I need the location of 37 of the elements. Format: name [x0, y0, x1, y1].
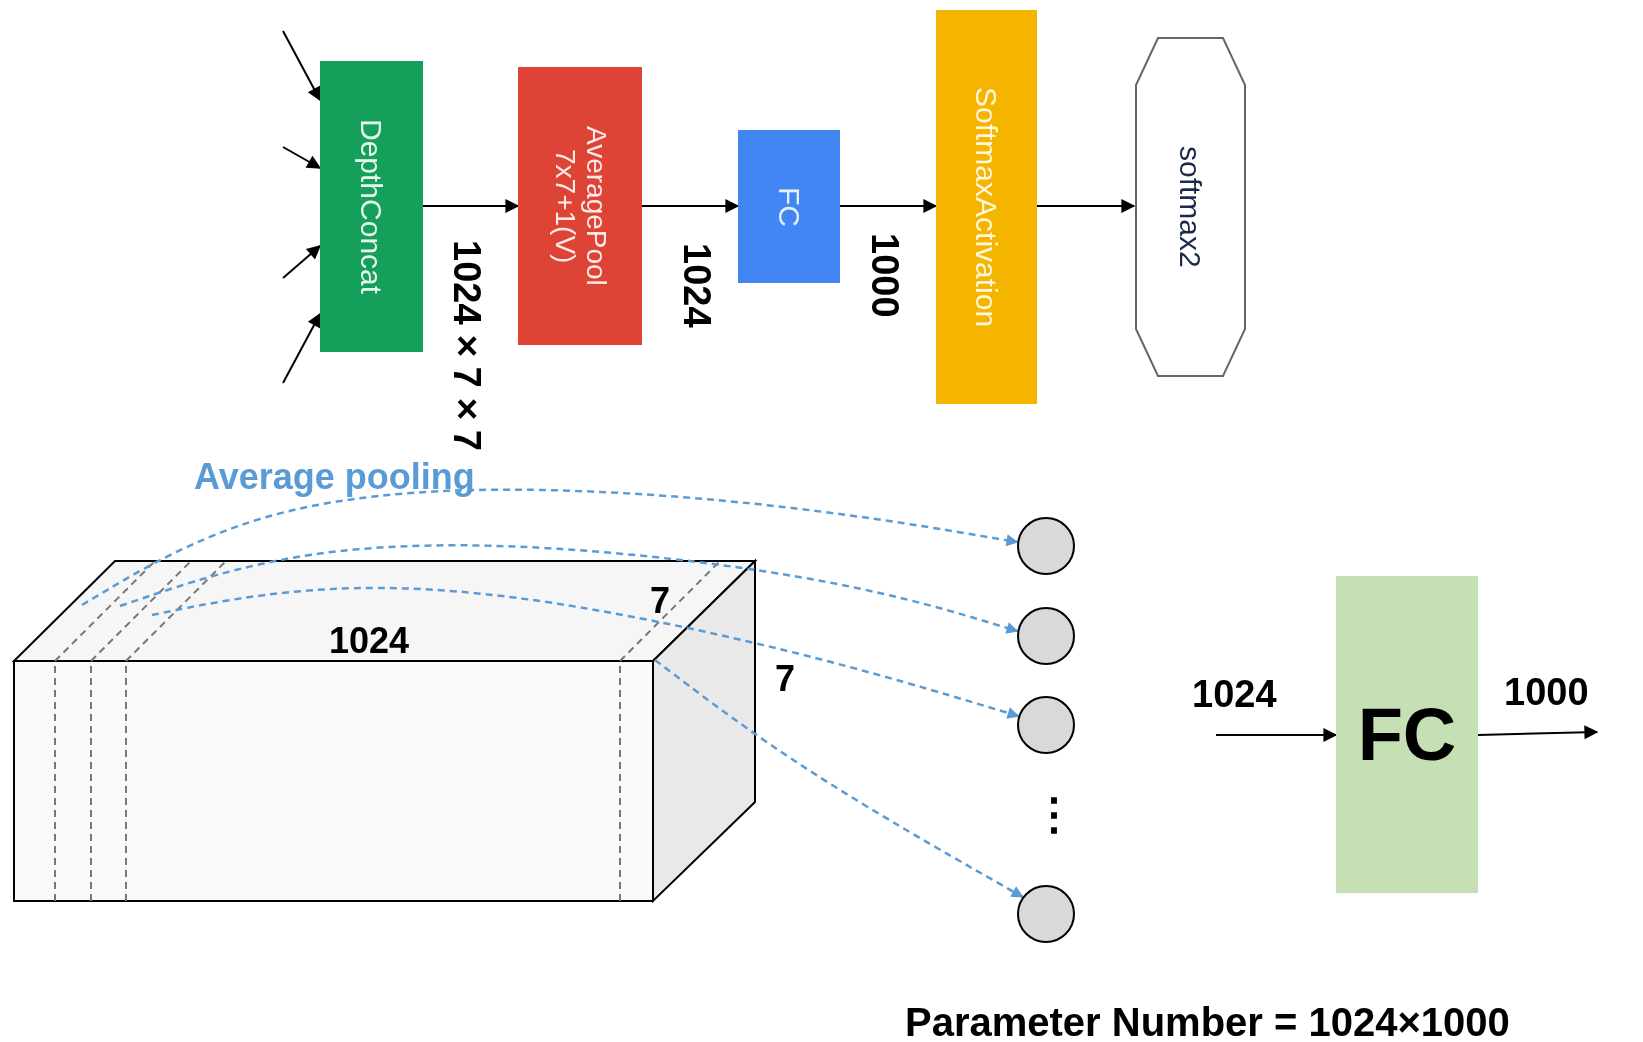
arrow: [1215, 728, 1338, 742]
neuron-circle: [1017, 696, 1075, 754]
layer-box: [1336, 576, 1478, 893]
arrow: [282, 312, 321, 384]
ellipsis-text: ⋮: [1032, 788, 1076, 839]
layer-box: [518, 67, 642, 345]
layer-box: [738, 130, 840, 283]
dashed-arrow: [654, 659, 1024, 898]
dimension-label: 1024: [329, 620, 410, 662]
neuron-circle: [1017, 885, 1075, 943]
dashed-arrow: [119, 544, 1019, 634]
layer-label: DepthConcat: [355, 118, 388, 295]
arrow: [1036, 199, 1136, 213]
layer-label: FC: [772, 186, 806, 227]
annotation-text: Average pooling: [194, 456, 475, 498]
octagon-node: [1134, 37, 1247, 377]
arrow: [282, 146, 322, 169]
neuron-circle: [1017, 517, 1075, 575]
formula-text: Parameter Number = 1024×1000: [905, 1000, 1510, 1042]
dimension-label: 7: [650, 580, 671, 622]
arrow: [839, 199, 938, 213]
dimension-label: 7: [775, 658, 796, 700]
layer-label: AveragePool 7x7+1(V): [549, 125, 611, 288]
cuboid-drawing: [14, 560, 755, 901]
arrow: [282, 245, 322, 279]
layer-label: FC: [1357, 692, 1457, 777]
layer-box: [936, 10, 1037, 404]
neuron-circle: [1017, 607, 1075, 665]
layer-box: [320, 61, 423, 352]
arrow: [422, 199, 520, 213]
dashed-arrow: [81, 488, 1019, 607]
arrow: [1477, 725, 1599, 740]
arrow: [641, 199, 740, 213]
arrow: [282, 30, 321, 102]
dashed-arrow: [151, 586, 1020, 719]
layer-label: softmax2: [1174, 146, 1207, 268]
layer-label: SoftmaxActivation: [970, 86, 1003, 328]
